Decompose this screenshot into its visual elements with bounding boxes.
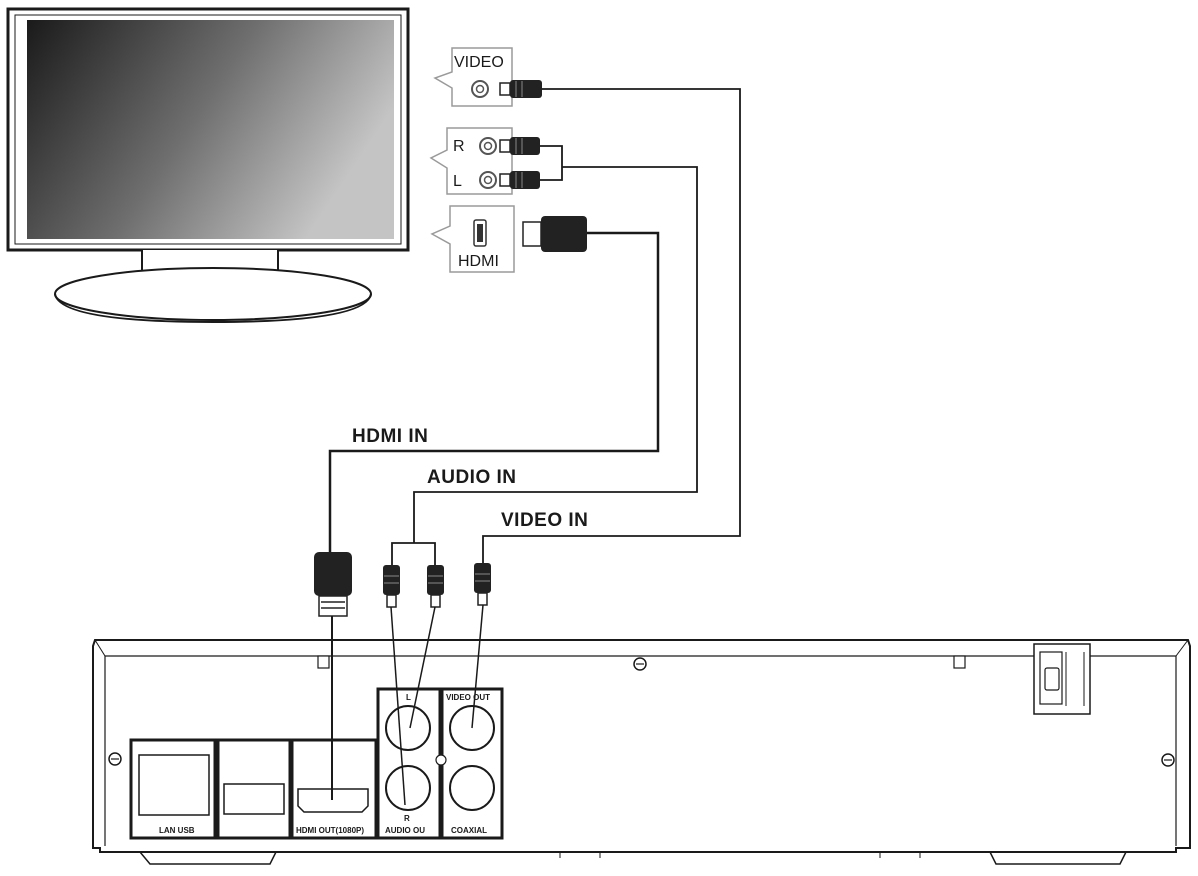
audio-right-plug-player-side-icon (427, 565, 444, 608)
tv-audio-right-jack-icon (479, 137, 497, 155)
audio-out-l-label: L (406, 693, 411, 702)
audio-cable-join (540, 145, 563, 181)
audio-cable (413, 166, 698, 543)
audio-right-cable-into-player (409, 606, 436, 729)
hdmi-plug-player-side-icon (314, 552, 352, 617)
video-cable (482, 88, 741, 563)
tv-video-port-callout: VIDEO (433, 47, 513, 107)
coaxial-jack-icon (449, 765, 495, 811)
lan-usb-port-block: LAN USB (129, 738, 217, 840)
lan-usb-label: LAN USB (159, 826, 195, 835)
tv-video-jack-icon (471, 80, 489, 98)
hdmi-in-label: HDMI IN (352, 426, 428, 447)
panel-led-icon (435, 754, 447, 766)
tv-hdmi-port-icon (473, 219, 487, 247)
audio-in-label: AUDIO IN (427, 467, 517, 488)
tv-audio-left-jack-icon (479, 171, 497, 189)
audio-left-plug-tv-side-icon (499, 171, 540, 189)
screw-icon (633, 657, 647, 671)
tv-screen (27, 20, 394, 239)
usb-port-block (216, 738, 292, 840)
tv-hdmi-label: HDMI (458, 253, 499, 270)
video-plug-tv-side-icon (499, 80, 542, 98)
coaxial-label: COAXIAL (451, 826, 487, 835)
video-out-label: VIDEO OUT (446, 693, 490, 702)
audio-left-cable-into-player (390, 606, 406, 806)
tv-video-label: VIDEO (454, 54, 504, 71)
tv-bezel-inner (14, 14, 402, 245)
usb-port-icon (223, 783, 285, 815)
audio-out-label: AUDIO OU (385, 826, 425, 835)
panel-tab (953, 655, 966, 669)
audio-out-r-label: R (404, 814, 410, 823)
hdmi-out-label: HDMI OUT(1080P) (296, 826, 364, 835)
player-foot-right (989, 851, 1127, 865)
tv-stand-base-front (54, 293, 372, 324)
audio-cable-split (391, 542, 436, 566)
video-in-label: VIDEO IN (501, 510, 588, 531)
lan-port-icon (138, 754, 210, 816)
tv-stand-base (54, 267, 372, 321)
media-player-back-panel: LAN USB HDMI OUT(1080P) L R AUDIO OU VID… (92, 639, 1191, 865)
video-cable-into-player (471, 604, 484, 729)
tv-audio-left-label: L (453, 173, 462, 190)
hdmi-out-port-icon (297, 788, 369, 813)
hdmi-cable (328, 231, 660, 552)
audio-out-port-block: L R AUDIO OU (376, 687, 442, 840)
audio-out-right-jack-icon (385, 765, 431, 811)
panel-tab (317, 655, 330, 669)
tv-hdmi-port-callout: HDMI (430, 205, 515, 273)
screw-icon (1161, 753, 1175, 767)
screw-icon (108, 752, 122, 766)
video-out-coaxial-port-block: VIDEO OUT COAXIAL (440, 687, 504, 840)
television (6, 7, 410, 324)
hdmi-plug-tv-side-icon (522, 216, 587, 252)
player-side-cables (331, 604, 484, 806)
audio-left-plug-player-side-icon (383, 565, 400, 608)
audio-out-left-jack-icon (385, 705, 431, 751)
video-plug-player-side-icon (474, 563, 491, 606)
power-socket-icon (1033, 643, 1091, 715)
player-foot-left (139, 851, 277, 865)
cables (328, 88, 741, 566)
hdmi-out-port-block: HDMI OUT(1080P) (290, 738, 378, 840)
audio-right-plug-tv-side-icon (499, 137, 540, 155)
tv-audio-right-label: R (453, 138, 465, 155)
